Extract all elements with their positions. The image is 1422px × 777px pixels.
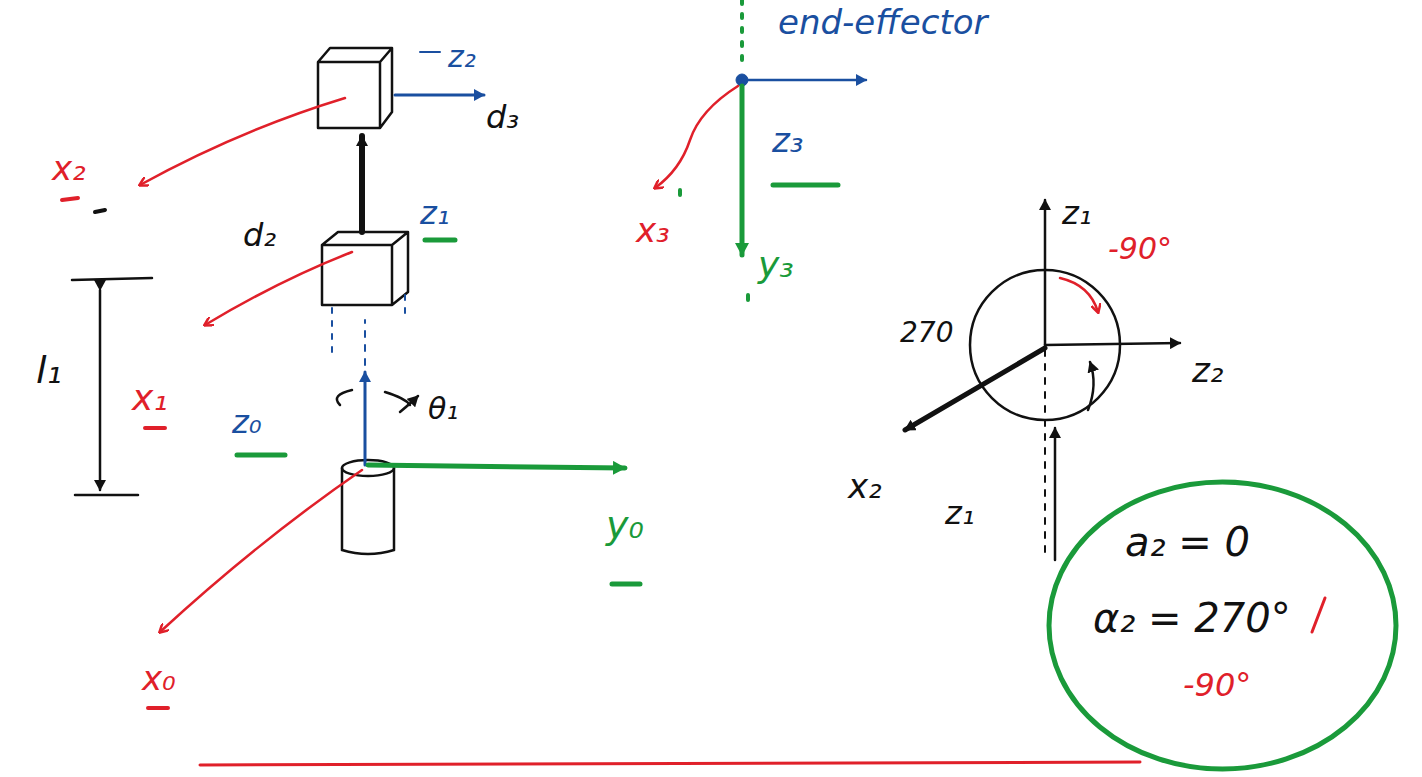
axis-label: z₂ — [1192, 352, 1223, 389]
axis-label: z₁ — [420, 196, 450, 231]
axis-label: z₁ — [945, 496, 975, 531]
axis-label: y₃ — [758, 245, 794, 285]
axis-label: x₀ — [142, 660, 176, 697]
parameter-text: a₂ = 0 — [1125, 520, 1250, 564]
axis-label: z₀ — [232, 405, 262, 440]
axis-label: x₁ — [132, 378, 168, 418]
axis-label: θ₁ — [428, 392, 458, 425]
summary-ellipse: a₂ = 0 α₂ = 270° -90° — [1045, 478, 1400, 773]
axis-label: end-effector — [778, 4, 988, 41]
axis-label: y₀ — [606, 505, 644, 547]
axis-label: x₃ — [636, 212, 670, 249]
axis-label: x₂ — [848, 468, 882, 505]
parameter-text: -90° — [1183, 668, 1251, 703]
axis-label: z₁ — [1062, 196, 1092, 231]
axis-label: l₁ — [36, 350, 62, 392]
axis-label: d₃ — [486, 100, 519, 135]
axis-label: z₂ — [448, 40, 476, 73]
axis-label: 270 — [900, 318, 953, 349]
axis-label: d₂ — [243, 218, 276, 253]
axis-label: x₂ — [52, 150, 86, 187]
axis-label: z₃ — [772, 122, 803, 159]
parameter-text: α₂ = 270° — [1093, 596, 1291, 640]
axis-label: -90° — [1108, 232, 1172, 265]
